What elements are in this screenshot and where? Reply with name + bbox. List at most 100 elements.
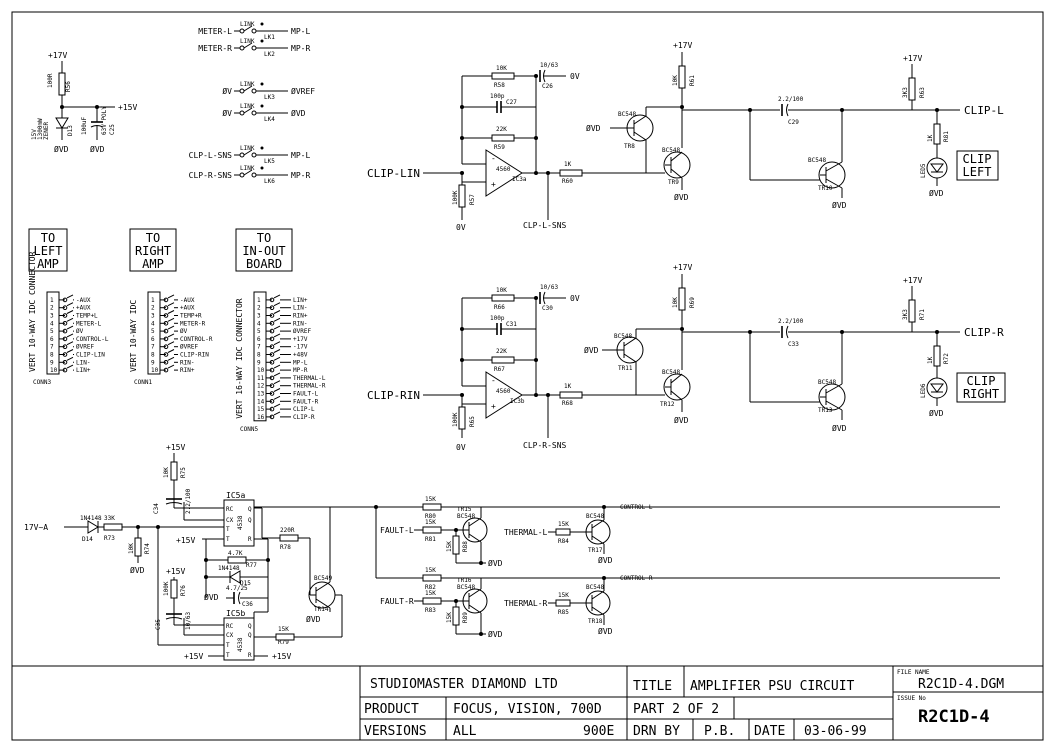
svg-text:TITLE: TITLE bbox=[633, 679, 672, 694]
svg-text:R60: R60 bbox=[562, 178, 573, 185]
svg-text:4538: 4538 bbox=[237, 637, 244, 652]
svg-text:2: 2 bbox=[257, 305, 261, 312]
svg-text:CLIP-LIN: CLIP-LIN bbox=[76, 352, 105, 359]
svg-text:03-06-99: 03-06-99 bbox=[804, 724, 867, 739]
svg-text:+AUX: +AUX bbox=[76, 305, 91, 312]
svg-text:R63: R63 bbox=[919, 87, 926, 98]
svg-text:10K: 10K bbox=[496, 287, 507, 294]
svg-text:BC548: BC548 bbox=[614, 333, 632, 340]
svg-text:R59: R59 bbox=[494, 144, 505, 151]
svg-text:RIN-: RIN- bbox=[180, 359, 194, 366]
svg-text:AMPLIFIER PSU CIRCUIT: AMPLIFIER PSU CIRCUIT bbox=[690, 679, 855, 694]
svg-text:+17V: +17V bbox=[673, 41, 692, 50]
svg-text:ALL: ALL bbox=[453, 724, 477, 739]
svg-text:100p: 100p bbox=[490, 93, 505, 100]
svg-text:VERT 16-WAY IDC CONNECTOR: VERT 16-WAY IDC CONNECTOR bbox=[235, 298, 244, 419]
svg-text:CONTROL-L: CONTROL-L bbox=[620, 504, 653, 511]
svg-text:CLP-R-SNS: CLP-R-SNS bbox=[523, 441, 567, 450]
fault-row: 15KR80CONTROL-LTR15BC548FAULT-L15KR8115K… bbox=[380, 496, 1000, 568]
svg-text:R75: R75 bbox=[180, 467, 187, 478]
svg-text:METER-R: METER-R bbox=[198, 44, 232, 53]
svg-text:METER-R: METER-R bbox=[180, 320, 206, 327]
svg-text:LK3: LK3 bbox=[264, 94, 275, 101]
svg-text:ØVD: ØVD bbox=[598, 555, 613, 565]
svg-text:CONTROL-L: CONTROL-L bbox=[76, 336, 109, 343]
svg-text:+15V: +15V bbox=[184, 652, 203, 661]
svg-text:ØVREF: ØVREF bbox=[291, 86, 315, 96]
svg-text:RIN+: RIN+ bbox=[180, 367, 195, 374]
svg-text:10/63: 10/63 bbox=[540, 62, 558, 69]
svg-text:R81: R81 bbox=[943, 131, 950, 142]
svg-text:+48V: +48V bbox=[293, 352, 308, 359]
svg-text:MP-L: MP-L bbox=[293, 359, 308, 366]
svg-text:LED5: LED5 bbox=[920, 163, 927, 178]
svg-text:RC: RC bbox=[226, 623, 234, 630]
svg-text:R67: R67 bbox=[494, 366, 505, 373]
svg-text:CONTROL-R: CONTROL-R bbox=[180, 336, 213, 343]
svg-text:FOCUS, VISION, 700D: FOCUS, VISION, 700D bbox=[453, 702, 602, 717]
svg-text:LINK: LINK bbox=[240, 103, 255, 110]
svg-text:4538: 4538 bbox=[237, 515, 244, 530]
svg-text:13: 13 bbox=[257, 391, 265, 398]
svg-text:+15V: +15V bbox=[272, 652, 291, 661]
svg-text:PRODUCT: PRODUCT bbox=[364, 702, 419, 717]
svg-text:VERT 10-WAY IDC: VERT 10-WAY IDC bbox=[129, 300, 138, 372]
drawing-border bbox=[11, 11, 1044, 741]
svg-text:CLP-L-SNS: CLP-L-SNS bbox=[523, 221, 567, 230]
svg-text:4.7K: 4.7K bbox=[228, 550, 243, 557]
svg-text:10K: 10K bbox=[672, 75, 679, 86]
svg-text:R78: R78 bbox=[280, 544, 291, 551]
svg-text:+15V: +15V bbox=[166, 567, 185, 576]
svg-text:R89: R89 bbox=[462, 612, 469, 623]
svg-text:CLIP-R: CLIP-R bbox=[964, 326, 1004, 339]
svg-text:LIN+: LIN+ bbox=[76, 367, 91, 374]
svg-text:4.7/25: 4.7/25 bbox=[226, 585, 248, 592]
svg-text:ØVD: ØVD bbox=[291, 108, 306, 118]
svg-text:1K: 1K bbox=[564, 383, 572, 390]
svg-text:AMP: AMP bbox=[37, 257, 59, 271]
svg-text:15K: 15K bbox=[278, 626, 289, 633]
svg-text:2: 2 bbox=[151, 305, 155, 312]
svg-text:R84: R84 bbox=[558, 538, 569, 545]
svg-text:15: 15 bbox=[257, 406, 265, 413]
fault-section: 15KR80CONTROL-LTR15BC548FAULT-L15KR8115K… bbox=[380, 496, 1000, 639]
svg-text:LIN-: LIN- bbox=[76, 359, 90, 366]
svg-text:BC548: BC548 bbox=[457, 584, 475, 591]
svg-text:R85: R85 bbox=[558, 609, 569, 616]
svg-text:-AUX: -AUX bbox=[180, 297, 195, 304]
svg-text:ØV: ØV bbox=[180, 328, 188, 335]
svg-text:4: 4 bbox=[257, 320, 261, 327]
ic5b bbox=[223, 617, 255, 661]
svg-text:100K: 100K bbox=[452, 412, 459, 427]
svg-text:LINK: LINK bbox=[240, 21, 255, 28]
svg-text:+15V: +15V bbox=[118, 103, 137, 112]
svg-text:R58: R58 bbox=[494, 82, 505, 89]
svg-text:6: 6 bbox=[151, 336, 155, 343]
svg-text:900E: 900E bbox=[583, 724, 614, 739]
zener-regulator: +17V 100R R56 +15V 15V 1300mW ZENER D13 … bbox=[31, 51, 137, 154]
svg-text:Q: Q bbox=[248, 517, 252, 524]
svg-text:BC548: BC548 bbox=[808, 157, 826, 164]
svg-text:THERMAL-L: THERMAL-L bbox=[504, 528, 548, 537]
svg-text:ØVD: ØVD bbox=[598, 626, 613, 636]
svg-text:LK1: LK1 bbox=[264, 34, 275, 41]
svg-text:RIN+: RIN+ bbox=[293, 313, 308, 320]
svg-text:RIGHT: RIGHT bbox=[963, 387, 999, 401]
svg-text:IN-OUT: IN-OUT bbox=[242, 244, 285, 258]
svg-text:15K: 15K bbox=[446, 541, 453, 552]
svg-text:R66: R66 bbox=[494, 304, 505, 311]
svg-text:D14: D14 bbox=[82, 536, 93, 543]
svg-text:TR11: TR11 bbox=[618, 365, 633, 372]
clip-left-channel: - + 4560 IC3a CLIP-LIN 100K R57 0V 10K R… bbox=[367, 41, 1004, 232]
svg-text:LK2: LK2 bbox=[264, 51, 275, 58]
svg-text:-17V: -17V bbox=[293, 344, 308, 351]
svg-text:THERMAL-R: THERMAL-R bbox=[293, 383, 326, 390]
svg-text:4560: 4560 bbox=[496, 388, 511, 395]
svg-text:+: + bbox=[491, 180, 496, 189]
